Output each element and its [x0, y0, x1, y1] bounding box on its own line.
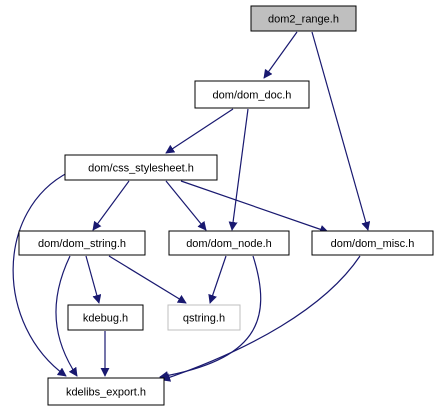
edge-css_stylesheet-to-kdelibs_export — [12, 171, 70, 377]
edge-css_stylesheet-to-dom_misc — [180, 180, 329, 234]
file-nodes: dom2_range.h dom/dom_doc.h dom/css_style… — [18, 5, 434, 406]
node-dom2_range[interactable]: dom2_range.h — [250, 5, 357, 32]
node-label: dom/dom_misc.h — [331, 238, 415, 250]
node-label: kdebug.h — [83, 313, 128, 325]
node-css_stylesheet[interactable]: dom/css_stylesheet.h — [64, 154, 218, 181]
node-kdebug[interactable]: kdebug.h — [67, 304, 144, 331]
edge-dom2_range-to-dom_doc — [263, 31, 298, 79]
node-label: kdelibs_export.h — [66, 387, 146, 399]
edge-dom_string-to-kdelibs_export — [55, 255, 78, 377]
node-label: dom2_range.h — [268, 14, 339, 26]
edge-dom_doc-to-dom_node — [228, 108, 249, 231]
node-kdelibs_export[interactable]: kdelibs_export.h — [47, 377, 165, 406]
node-label: qstring.h — [183, 313, 225, 325]
node-dom_misc[interactable]: dom/dom_misc.h — [311, 230, 434, 256]
node-label: dom/dom_node.h — [186, 238, 272, 250]
edge-css_stylesheet-to-dom_string — [92, 180, 130, 231]
node-dom_string[interactable]: dom/dom_string.h — [18, 230, 146, 256]
dependency-edges — [12, 31, 371, 382]
edge-css_stylesheet-to-dom_node — [165, 180, 207, 231]
edge-dom2_range-to-dom_misc — [311, 31, 371, 231]
node-dom_doc[interactable]: dom/dom_doc.h — [194, 80, 310, 109]
node-dom_node[interactable]: dom/dom_node.h — [168, 230, 290, 256]
node-label: dom/dom_string.h — [38, 238, 126, 250]
edge-dom_misc-to-kdelibs_export — [161, 255, 361, 382]
edge-dom_doc-to-css_stylesheet — [165, 108, 234, 154]
edge-dom_string-to-qstring — [108, 255, 187, 304]
node-qstring[interactable]: qstring.h — [167, 304, 241, 331]
edge-dom_string-to-kdebug — [85, 255, 102, 304]
node-label: dom/dom_doc.h — [213, 90, 292, 102]
node-label: dom/css_stylesheet.h — [88, 163, 194, 175]
edge-dom_node-to-qstring — [208, 255, 227, 304]
